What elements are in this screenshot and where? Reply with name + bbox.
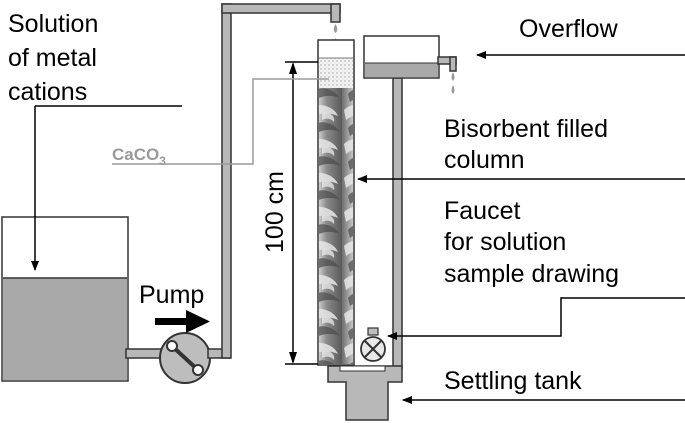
overflow-label: Overflow [519, 15, 619, 43]
height-label: 100 cm [261, 171, 289, 253]
caco3-label: CaCO3 [112, 145, 166, 168]
height-dimension [285, 61, 318, 365]
settling-tank [327, 365, 403, 421]
faucet-label-line3: sample drawing [444, 260, 619, 288]
overflow-system [363, 35, 457, 369]
solution-tank [1, 216, 129, 382]
solution-label-line3: cations [8, 78, 87, 106]
pump-direction-arrow [155, 310, 210, 333]
solution-label-line1: Solution [8, 10, 98, 38]
faucet-label-line2: for solution [444, 228, 566, 256]
feed-pipe [207, 3, 341, 359]
caco3-leader [112, 78, 329, 165]
biosorbent-label-line1: Bisorbent filled [444, 115, 608, 143]
faucet-label-line1: Faucet [444, 197, 520, 225]
overflow-drops [451, 72, 455, 94]
caco3-layer [319, 58, 353, 88]
pipe-tank-to-pump [125, 348, 165, 359]
packing-material [319, 88, 353, 364]
settling-tank-label: Settling tank [444, 367, 582, 395]
biosorbent-label-line2: column [444, 146, 525, 174]
pump [159, 332, 211, 384]
solution-label-line2: of metal [8, 44, 97, 72]
faucet-leader [387, 297, 685, 340]
biosorbent-column [317, 39, 355, 366]
faucet-valve [360, 327, 386, 362]
pump-label: Pump [139, 281, 204, 309]
